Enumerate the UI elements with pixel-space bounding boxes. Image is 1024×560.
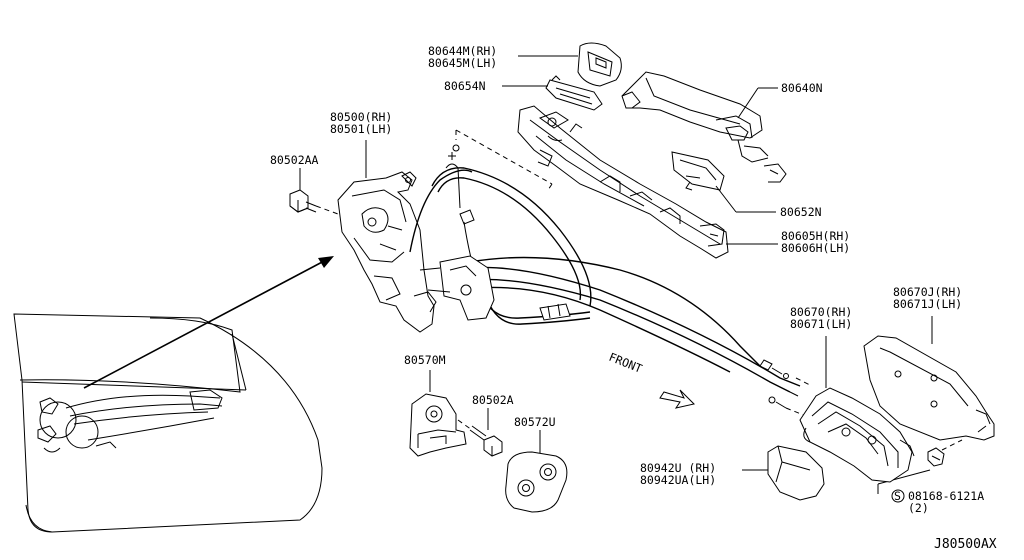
label-qty: (2) xyxy=(908,501,929,515)
label-80652n: 80652N xyxy=(780,205,822,219)
label-08168: 08168-6121A xyxy=(908,489,984,503)
label-80645m: 80645M(LH) xyxy=(428,56,497,70)
label-80502aa: 80502AA xyxy=(270,153,319,167)
label-80644m: 80644M(RH) xyxy=(428,44,497,58)
handle-cover-80942u xyxy=(767,445,825,501)
label-80606h: 80606H(LH) xyxy=(781,241,850,255)
inside-handle-escutcheon xyxy=(863,335,995,441)
front-arrow xyxy=(659,389,695,409)
label-80942ua: 80942UA(LH) xyxy=(640,473,716,487)
gasket-80652n xyxy=(671,151,725,191)
door-striker-80570m xyxy=(409,393,467,457)
handle-escutcheon-80644m xyxy=(577,42,622,87)
label-80572u: 80572U xyxy=(514,415,556,429)
bolt-80502a xyxy=(457,419,503,457)
door-outline xyxy=(13,313,323,533)
inside-handle xyxy=(799,387,915,483)
diagram-code: J80500AX xyxy=(934,537,997,552)
label-80501: 80501(LH) xyxy=(330,122,392,136)
gasket-80654n xyxy=(545,75,603,111)
label-80640n: 80640N xyxy=(781,81,823,95)
door-lock-actuator xyxy=(337,171,437,333)
door-latch-sketch xyxy=(37,389,223,453)
screw-symbol-letter: S xyxy=(894,489,901,503)
bolt-80502aa xyxy=(289,189,339,215)
label-front: FRONT xyxy=(607,350,644,376)
grommet-80572u xyxy=(505,451,568,513)
label-80570m: 80570M xyxy=(404,353,446,367)
label-80671: 80671(LH) xyxy=(790,317,852,331)
screw-08168 xyxy=(927,439,963,467)
label-80654n: 80654N xyxy=(444,79,486,93)
cables xyxy=(409,144,813,417)
label-80671j: 80671J(LH) xyxy=(893,297,962,311)
label-80502a: 80502A xyxy=(472,393,514,407)
label-80605h: 80605H(RH) xyxy=(781,229,850,243)
leader-lines xyxy=(299,55,933,494)
screw-symbol-circle xyxy=(891,489,905,503)
label-80942u: 80942U (RH) xyxy=(640,461,716,475)
outside-handle-bracket xyxy=(517,105,729,259)
outside-handle-80640n xyxy=(621,71,787,183)
locator-arrow xyxy=(83,256,334,389)
label-80500: 80500(RH) xyxy=(330,110,392,124)
label-80670j: 80670J(RH) xyxy=(893,285,962,299)
label-80670: 80670(RH) xyxy=(790,305,852,319)
part-labels: 80644M(RH) 80645M(LH) 80654N 80640N 8050… xyxy=(270,44,997,552)
